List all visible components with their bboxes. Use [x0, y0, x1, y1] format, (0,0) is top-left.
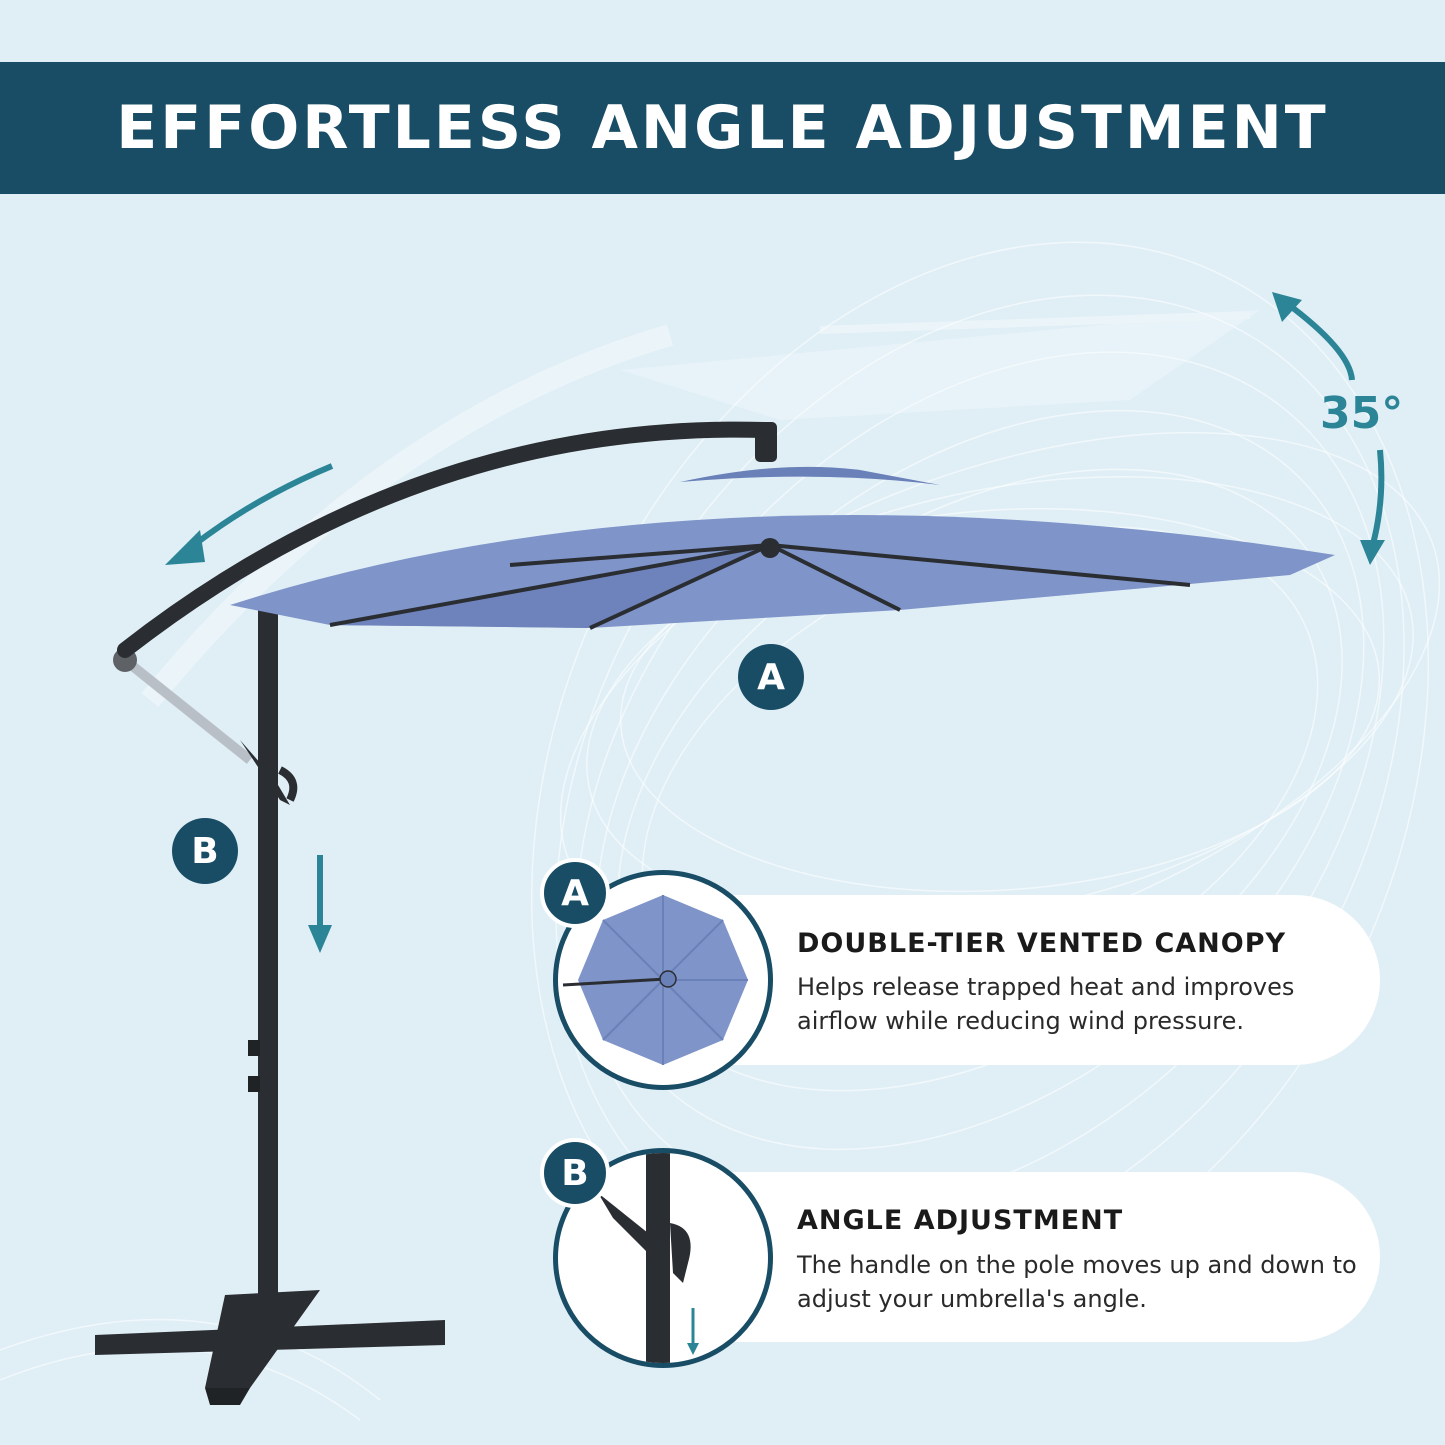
- ghost-raised-umbrella: [141, 310, 1260, 707]
- cantilever-arm: [117, 421, 773, 658]
- canopy-detail-circle: [553, 870, 773, 1090]
- feature-badge-a: A: [540, 858, 610, 928]
- feature-desc-canopy: Helps release trapped heat and improves …: [797, 973, 1295, 1035]
- angle-arc-arrow-icon: [1283, 299, 1355, 381]
- canopy-top-view-icon: [562, 895, 748, 1065]
- feature-title-angle: ANGLE ADJUSTMENT: [797, 1205, 1124, 1236]
- feature-title-canopy: DOUBLE-TIER VENTED CANOPY: [797, 928, 1287, 959]
- angle-value-label: 35°: [1320, 388, 1404, 439]
- umbrella-canopy: [230, 466, 1335, 630]
- marker-b: B: [172, 818, 238, 884]
- arrow-heads: [165, 292, 1385, 953]
- title-banner: EFFORTLESS ANGLE ADJUSTMENT: [0, 62, 1445, 194]
- handle-closeup-icon: [598, 1153, 699, 1363]
- feature-desc-angle: The handle on the pole moves up and down…: [797, 1251, 1357, 1313]
- feature-badge-b: B: [540, 1138, 610, 1208]
- handle-detail-circle: [553, 1148, 773, 1368]
- marker-a: A: [738, 644, 804, 710]
- umbrella-cross-base: [95, 1290, 445, 1405]
- page-title: EFFORTLESS ANGLE ADJUSTMENT: [116, 93, 1329, 163]
- angle-handle: [113, 648, 298, 805]
- umbrella-pole: [258, 610, 278, 1330]
